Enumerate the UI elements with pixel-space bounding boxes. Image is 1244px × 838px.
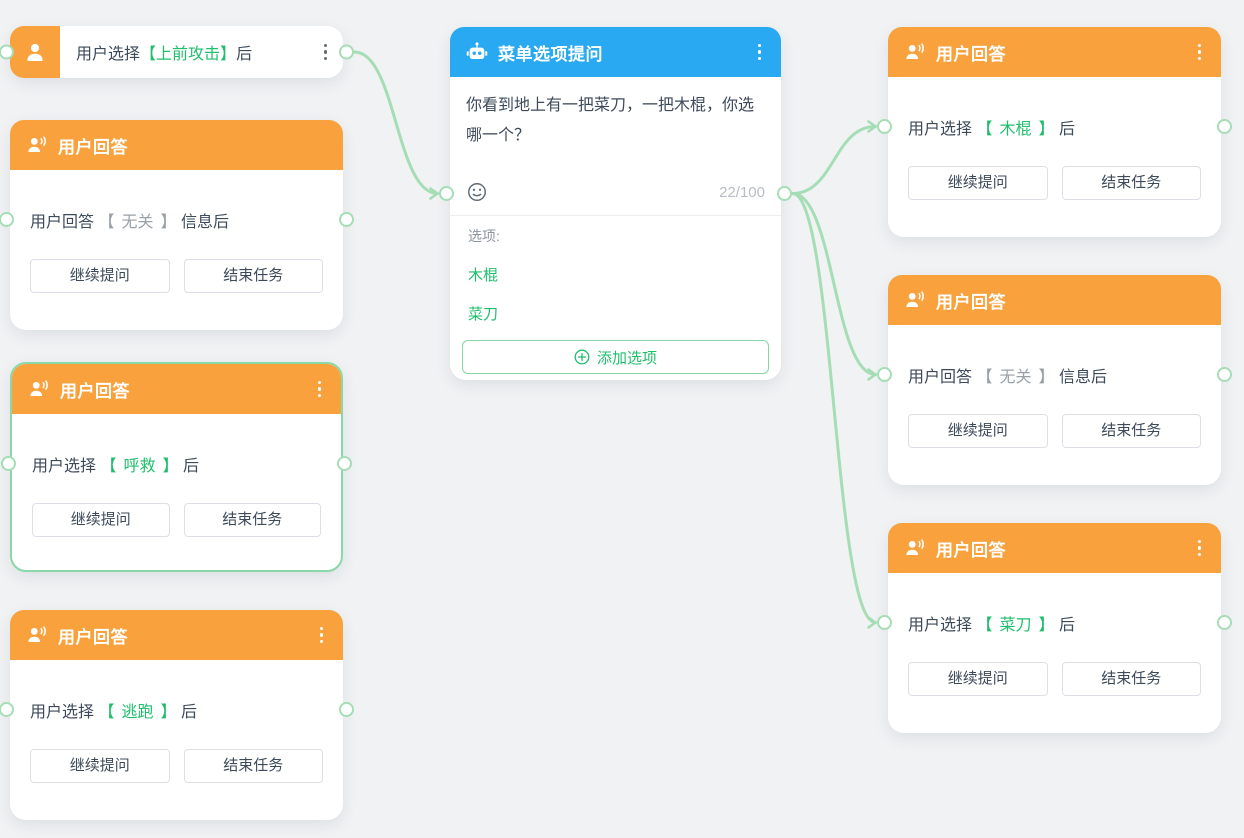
- trigger-node[interactable]: 用户选择【上前攻击】后: [0, 26, 354, 78]
- answer-condition-text: 用户选择 【逃跑】 后: [30, 704, 197, 721]
- card-title: 用户回答: [936, 540, 1006, 560]
- speaking-user-icon: [906, 43, 924, 59]
- speaking-user-icon: [30, 380, 48, 396]
- card-header: 用户回答: [10, 120, 343, 170]
- card-header: 用户回答: [10, 610, 343, 660]
- end-task-button[interactable]: 结束任务: [1061, 414, 1201, 448]
- answer-condition-text: 用户回答 【无关】 信息后: [908, 369, 1107, 386]
- continue-ask-button[interactable]: 继续提问: [908, 414, 1048, 448]
- connector-dot-in[interactable]: [439, 186, 454, 201]
- answer-node[interactable]: 用户回答 用户选择 【木棍】 后 继续提问 结束任务: [877, 27, 1232, 237]
- answer-node[interactable]: 用户回答 用户选择 【菜刀】 后 继续提问 结束任务: [877, 523, 1232, 733]
- plus-circle-icon: [574, 349, 590, 365]
- menu-dots-icon[interactable]: [1194, 536, 1206, 561]
- end-task-button[interactable]: 结束任务: [183, 503, 321, 537]
- card-title: 用户回答: [58, 627, 128, 647]
- connector-dot-out[interactable]: [339, 44, 354, 60]
- end-task-button[interactable]: 结束任务: [183, 749, 323, 783]
- card-header: 用户回答: [888, 275, 1221, 325]
- connector-dot-in[interactable]: [0, 44, 14, 60]
- connector-dot-in[interactable]: [877, 119, 892, 134]
- answer-condition-text: 用户选择 【菜刀】 后: [908, 617, 1075, 634]
- menu-dots-icon[interactable]: [320, 40, 332, 65]
- menu-dots-icon[interactable]: [314, 377, 326, 402]
- end-task-button[interactable]: 结束任务: [183, 259, 323, 293]
- card-header: 菜单选项提问: [450, 27, 781, 77]
- answer-node[interactable]: 用户回答 用户选择 【逃跑】 后 继续提问 结束任务: [0, 610, 354, 820]
- continue-ask-button[interactable]: 继续提问: [908, 662, 1048, 696]
- menu-dots-icon[interactable]: [1194, 40, 1206, 65]
- connector-dot-in[interactable]: [0, 212, 14, 227]
- connector-dot-in[interactable]: [877, 615, 892, 630]
- connector-dot-in[interactable]: [877, 367, 892, 382]
- continue-ask-button[interactable]: 继续提问: [32, 503, 170, 537]
- card-header: 用户回答: [888, 27, 1221, 77]
- add-option-button[interactable]: 添加选项: [462, 340, 769, 374]
- trigger-condition-text: 用户选择【上前攻击】后: [76, 46, 253, 63]
- smiley-icon: [468, 183, 486, 201]
- connector-dot-out[interactable]: [337, 456, 352, 471]
- answer-node[interactable]: 用户回答 用户回答 【无关】 信息后 继续提问 结束任务: [877, 275, 1232, 485]
- card-header: 用户回答: [888, 523, 1221, 573]
- end-task-button[interactable]: 结束任务: [1061, 662, 1201, 696]
- connector-dot-out[interactable]: [339, 212, 354, 227]
- continue-ask-button[interactable]: 继续提问: [30, 749, 170, 783]
- card-title: 菜单选项提问: [498, 44, 603, 64]
- user-avatar: [10, 26, 60, 78]
- user-icon: [27, 43, 43, 61]
- card-title: 用户回答: [936, 292, 1006, 312]
- answer-node[interactable]: 用户回答 用户选择 【呼救】 后 继续提问 结束任务: [1, 362, 352, 572]
- card-title: 用户回答: [936, 44, 1006, 64]
- card-title: 用户回答: [60, 381, 130, 401]
- answer-condition-text: 用户回答 【无关】 信息后: [30, 214, 229, 231]
- menu-dots-icon[interactable]: [316, 623, 328, 648]
- robot-icon: [466, 42, 488, 60]
- card-title: 用户回答: [58, 137, 128, 157]
- speaking-user-icon: [28, 626, 46, 642]
- connector-dot-in[interactable]: [1, 456, 16, 471]
- question-text[interactable]: 你看到地上有一把菜刀，一把木棍，你选哪一个？: [466, 97, 755, 144]
- speaking-user-icon: [906, 539, 924, 555]
- connector-dot-in[interactable]: [0, 702, 14, 717]
- menu-dots-icon[interactable]: [754, 40, 766, 65]
- speaking-user-icon: [906, 291, 924, 307]
- connector-dot-out[interactable]: [777, 186, 792, 201]
- speaking-user-icon: [28, 136, 46, 152]
- menu-question-node[interactable]: 菜单选项提问 你看到地上有一把菜刀，一把木棍，你选哪一个？ 22/100 选项:…: [439, 27, 792, 380]
- option-item[interactable]: 木棍: [468, 267, 499, 284]
- emoji-picker-button[interactable]: [466, 181, 488, 203]
- connector-dot-out[interactable]: [1217, 119, 1232, 134]
- continue-ask-button[interactable]: 继续提问: [30, 259, 170, 293]
- connector-dot-out[interactable]: [1217, 367, 1232, 382]
- option-item[interactable]: 菜刀: [468, 306, 499, 323]
- answer-node[interactable]: 用户回答 用户回答 【无关】 信息后 继续提问 结束任务: [0, 120, 354, 330]
- answer-condition-text: 用户选择 【呼救】 后: [32, 458, 199, 475]
- continue-ask-button[interactable]: 继续提问: [908, 166, 1048, 200]
- connector-dot-out[interactable]: [339, 702, 354, 717]
- answer-condition-text: 用户选择 【木棍】 后: [908, 121, 1075, 138]
- card-header: 用户回答: [12, 364, 341, 414]
- end-task-button[interactable]: 结束任务: [1061, 166, 1201, 200]
- options-label: 选项:: [468, 228, 500, 244]
- connector-dot-out[interactable]: [1217, 615, 1232, 630]
- divider: [450, 215, 781, 216]
- char-counter: 22/100: [719, 183, 765, 201]
